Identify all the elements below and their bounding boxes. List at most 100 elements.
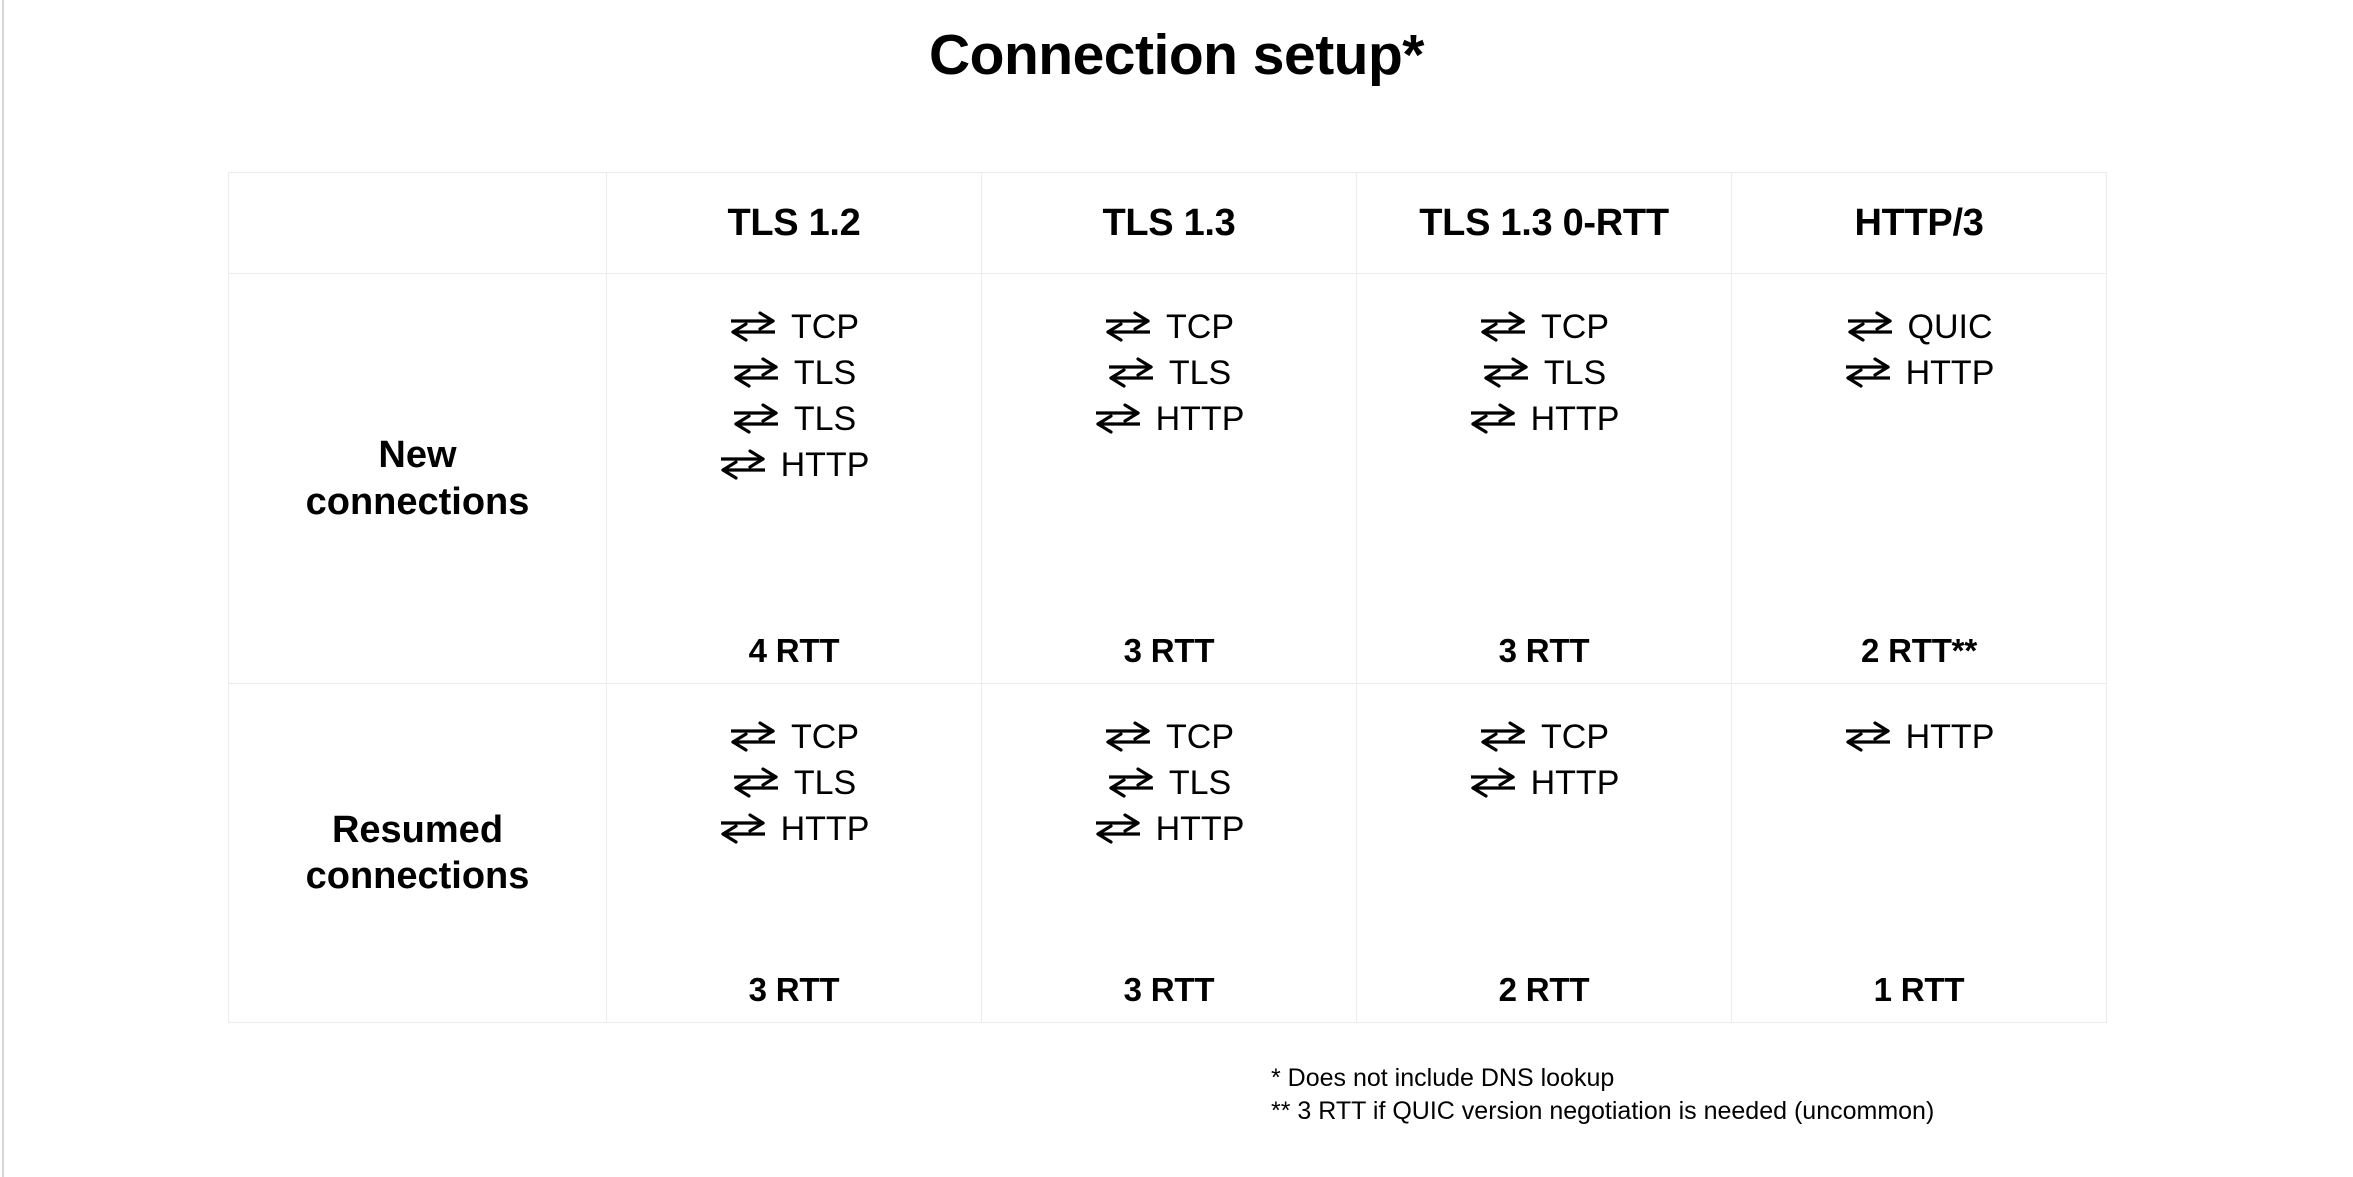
bidirectional-arrows-icon xyxy=(1479,310,1527,344)
protocol-label: HTTP xyxy=(780,810,870,848)
handshake-step: HTTP xyxy=(1469,400,1620,438)
column-header: HTTP/3 xyxy=(1731,172,2107,274)
rtt-total: 2 RTT xyxy=(1498,971,1590,1008)
bidirectional-arrows-icon xyxy=(732,766,780,800)
protocol-label: TCP xyxy=(791,308,859,346)
protocol-label: TLS xyxy=(1168,764,1232,802)
protocol-label: TLS xyxy=(1543,354,1607,392)
protocol-label: TLS xyxy=(793,764,857,802)
protocol-cell: QUIC HTTP 2 RTT** xyxy=(1731,273,2107,684)
protocol-label: TCP xyxy=(1541,718,1609,756)
rtt-total: 3 RTT xyxy=(1123,632,1215,669)
bidirectional-arrows-icon xyxy=(719,448,767,482)
handshake-step: TCP xyxy=(1104,720,1234,754)
protocol-cell: TCP TLS HTTP 3 RTT xyxy=(981,273,1357,684)
handshake-step: TLS xyxy=(1482,356,1606,390)
protocol-label: TCP xyxy=(1166,718,1234,756)
bidirectional-arrows-icon xyxy=(1104,720,1152,754)
handshake-step-list: TCP TLS TLS HTTP xyxy=(719,310,870,484)
protocol-label: HTTP xyxy=(1155,810,1245,848)
protocol-label: HTTP xyxy=(1155,400,1245,438)
page-title: Connection setup* xyxy=(928,23,1425,87)
handshake-step: TCP xyxy=(729,310,859,344)
handshake-step: HTTP xyxy=(1094,810,1245,848)
page-left-edge-rule xyxy=(2,0,4,1177)
bidirectional-arrows-icon xyxy=(1844,720,1892,754)
bidirectional-arrows-icon xyxy=(1094,402,1142,436)
bidirectional-arrows-icon xyxy=(1094,812,1142,846)
protocol-cell: TCP TLS HTTP 3 RTT xyxy=(606,683,982,1023)
footnotes: * Does not include DNS lookup ** 3 RTT i… xyxy=(1271,1062,1934,1129)
bidirectional-arrows-icon xyxy=(1844,356,1892,390)
row-label-line-1: Resumed xyxy=(331,808,504,851)
handshake-step-list: HTTP xyxy=(1844,718,1995,756)
bidirectional-arrows-icon xyxy=(719,812,767,846)
handshake-step: HTTP xyxy=(719,810,870,848)
protocol-cell: TCP TLS HTTP 3 RTT xyxy=(981,683,1357,1023)
rtt-total: 3 RTT xyxy=(748,971,840,1008)
bidirectional-arrows-icon xyxy=(1104,310,1152,344)
handshake-step: HTTP xyxy=(1844,354,1995,392)
handshake-step-list: TCP TLS HTTP xyxy=(1094,310,1245,438)
bidirectional-arrows-icon xyxy=(1469,766,1517,800)
handshake-step: TCP xyxy=(1104,310,1234,344)
protocol-label: TCP xyxy=(1166,308,1234,346)
handshake-step: TLS xyxy=(1107,356,1231,390)
protocol-label: TLS xyxy=(1168,354,1232,392)
protocol-label: HTTP xyxy=(1530,400,1620,438)
handshake-step-list: TCP HTTP xyxy=(1469,720,1620,802)
handshake-step: HTTP xyxy=(1469,764,1620,802)
bidirectional-arrows-icon xyxy=(732,356,780,390)
bidirectional-arrows-icon xyxy=(1479,720,1527,754)
protocol-label: QUIC xyxy=(1907,308,1993,346)
handshake-step: TCP xyxy=(729,720,859,754)
row-label-line-1: New xyxy=(378,434,457,477)
protocol-label: HTTP xyxy=(1905,354,1995,392)
bidirectional-arrows-icon xyxy=(1482,356,1530,390)
protocol-cell: TCP TLS HTTP 3 RTT xyxy=(1356,273,1732,684)
handshake-step: TLS xyxy=(732,766,856,800)
handshake-step: HTTP xyxy=(719,446,870,484)
protocol-label: TLS xyxy=(793,354,857,392)
handshake-step: TCP xyxy=(1479,720,1609,754)
bidirectional-arrows-icon xyxy=(1107,766,1155,800)
row-label-line-2: connections xyxy=(305,855,530,897)
bidirectional-arrows-icon xyxy=(1107,356,1155,390)
protocol-label: HTTP xyxy=(780,446,870,484)
protocol-label: HTTP xyxy=(1530,764,1620,802)
bidirectional-arrows-icon xyxy=(1846,310,1894,344)
protocol-label: TCP xyxy=(791,718,859,756)
bidirectional-arrows-icon xyxy=(729,720,777,754)
rtt-total: 3 RTT xyxy=(1123,971,1215,1008)
protocol-label: TLS xyxy=(793,400,857,438)
bidirectional-arrows-icon xyxy=(732,402,780,436)
handshake-step: TLS xyxy=(732,356,856,390)
handshake-step: QUIC xyxy=(1846,310,1993,344)
protocol-label: HTTP xyxy=(1905,718,1995,756)
handshake-step-list: TCP TLS HTTP xyxy=(1469,310,1620,438)
handshake-step: TLS xyxy=(732,402,856,436)
protocol-label: TCP xyxy=(1541,308,1609,346)
handshake-step-list: TCP TLS HTTP xyxy=(719,720,870,848)
rtt-total: 2 RTT** xyxy=(1861,632,1977,669)
handshake-step-list: QUIC HTTP xyxy=(1844,310,1995,392)
bidirectional-arrows-icon xyxy=(1469,402,1517,436)
handshake-step: HTTP xyxy=(1094,400,1245,438)
footnote-2: ** 3 RTT if QUIC version negotiation is … xyxy=(1271,1097,1935,1126)
handshake-step: TCP xyxy=(1479,310,1609,344)
rtt-total: 3 RTT xyxy=(1498,632,1590,669)
handshake-step: HTTP xyxy=(1844,718,1995,756)
row-label-line-2: connections xyxy=(305,480,530,523)
protocol-cell: TCP HTTP 2 RTT xyxy=(1356,683,1732,1023)
handshake-step-list: TCP TLS HTTP xyxy=(1094,720,1245,848)
table-corner-cell xyxy=(228,172,607,274)
column-header: TLS 1.3 0-RTT xyxy=(1356,172,1732,274)
